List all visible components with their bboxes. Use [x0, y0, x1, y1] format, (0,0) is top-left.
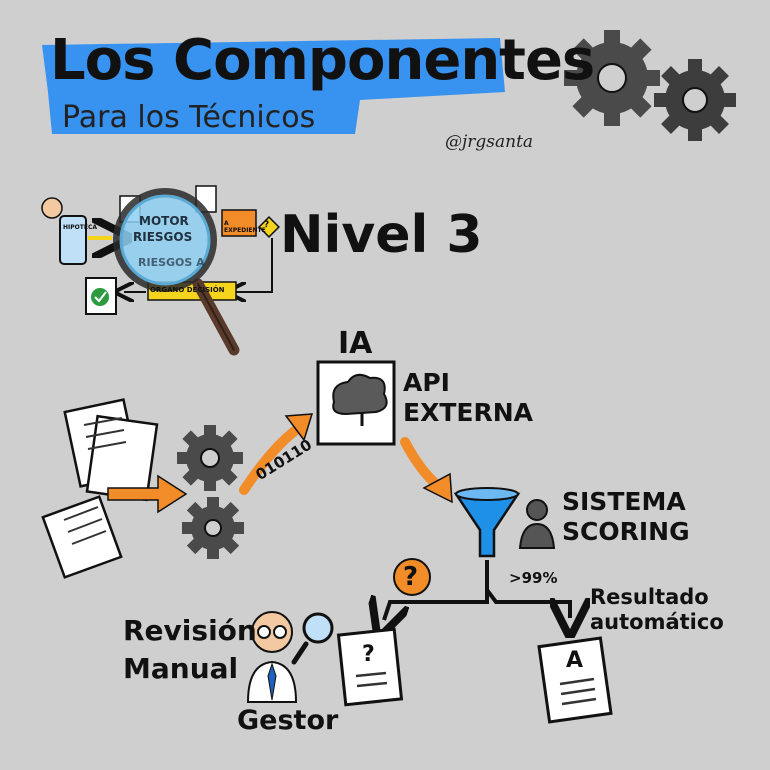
person-icon — [246, 611, 298, 703]
document-stack-icon — [41, 398, 159, 579]
ia-label: IA — [338, 326, 373, 361]
check-icon — [91, 288, 109, 306]
arrow-icon — [400, 437, 441, 489]
gear-icon — [654, 59, 736, 141]
cloud-brain-icon — [332, 373, 388, 426]
arrow-icon — [107, 474, 188, 514]
title-highlight — [42, 38, 505, 134]
question-badge-icon — [393, 558, 431, 596]
question-badge-icon — [258, 216, 280, 238]
resultado-label-line-1: Resultado — [590, 585, 709, 609]
funnel-icon — [453, 487, 521, 558]
page-subtitle: Para los Técnicos — [62, 100, 316, 135]
page-title: Los Componentes — [50, 28, 595, 93]
mini-person-icon — [41, 197, 63, 219]
magnifier-line-2: RIESGOS — [133, 230, 193, 244]
doc-grade-label: A — [566, 648, 584, 673]
folder-label: A EXPEDIENTE — [224, 220, 266, 234]
gestor-label: Gestor — [237, 705, 339, 736]
revision-label-line-2: Manual — [123, 652, 239, 685]
mini-question: ? — [264, 220, 270, 230]
level-label: Nivel 3 — [280, 205, 483, 265]
sistema-label-line-2: SCORING — [562, 517, 690, 546]
question-badge-label: ? — [403, 562, 419, 592]
revision-label-line-1: Revisión — [123, 614, 257, 647]
sistema-label-line-1: SISTEMA — [562, 487, 686, 516]
gear-icon — [177, 425, 243, 491]
resultado-label: Resultado automático — [590, 585, 724, 635]
doc-question-mark: ? — [362, 642, 375, 667]
resultado-label-line-2: automático — [590, 610, 724, 634]
phone-icon — [59, 215, 87, 265]
revision-label: Revisión Manual — [123, 612, 257, 688]
document-icon — [537, 636, 613, 724]
phone-label: HIPOTECA — [63, 224, 97, 231]
magnifier-icon — [291, 612, 334, 665]
folder-icon — [221, 209, 257, 237]
api-label-line-2: EXTERNA — [403, 398, 534, 427]
sistema-label: SISTEMA SCORING — [562, 487, 690, 547]
magnifier-line-1: MOTOR — [139, 214, 189, 228]
gear-icon — [564, 30, 660, 126]
author-handle: @jrgsanta — [445, 132, 534, 152]
magnifier-icon — [113, 188, 240, 356]
api-label-line-1: API — [403, 368, 450, 397]
document-icon — [336, 627, 404, 707]
arrow-icon — [239, 425, 301, 495]
percent-label: >99% — [509, 569, 558, 587]
person-icon — [518, 499, 556, 549]
gear-icon — [182, 497, 244, 559]
decision-label: ORGANO DECISIÓN — [150, 286, 225, 294]
api-label: API EXTERNA — [403, 368, 533, 428]
magnifier-line-3: RIESGOS A — [138, 256, 205, 269]
